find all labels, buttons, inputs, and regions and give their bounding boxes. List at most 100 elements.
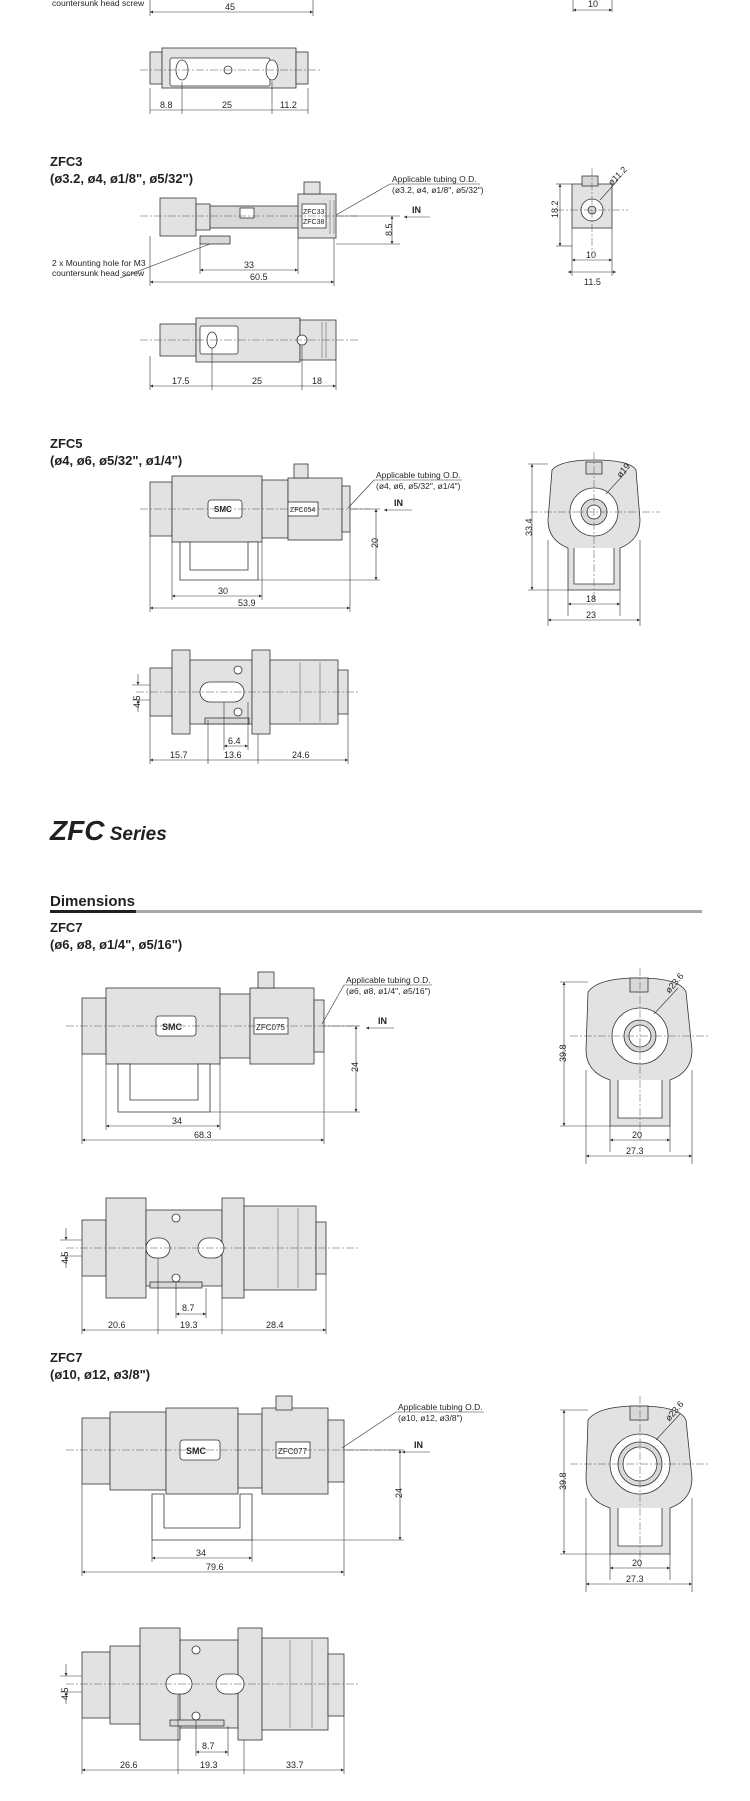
zfc7b-side-view: ø23.6 39.8 20 27.3 xyxy=(558,1396,710,1592)
zfc7b-title: ZFC7 xyxy=(50,1350,83,1365)
zfc5-sizes: (ø4, ø6, ø5/32", ø1/4") xyxy=(50,453,182,468)
zfc5-dim-15-7: 15.7 xyxy=(170,750,188,760)
zfc7a-front-view: SMC ZFC075 Applicable tubing O.D. (ø6, ø… xyxy=(66,971,432,1144)
zfc3-dim-25: 25 xyxy=(252,376,262,386)
zfc7a-side-view: ø23.6 39.8 20 27.3 xyxy=(558,968,710,1164)
svg-text:SMC: SMC xyxy=(162,1022,183,1032)
dimensions-heading: Dimensions xyxy=(50,893,135,910)
top-bottom-view: 8.8 25 11.2 xyxy=(140,47,320,114)
zfc5-dim-13-6: 13.6 xyxy=(224,750,242,760)
zfc5-tubing-sizes: (ø4, ø6, ø5/32", ø1/4") xyxy=(376,481,461,491)
zfc7a-label: ZFC075 xyxy=(256,1023,285,1032)
zfc7b-dim-33-7: 33.7 xyxy=(286,1760,304,1770)
zfc7a-title: ZFC7 xyxy=(50,920,83,935)
zfc7a-dim-34: 34 xyxy=(172,1116,182,1126)
zfc7a-dim-24: 24 xyxy=(350,1062,360,1072)
zfc7b-dim-34: 34 xyxy=(196,1548,206,1558)
zfc3-dim-11-2: ø11.2 xyxy=(606,164,629,187)
zfc7b-dim-24: 24 xyxy=(394,1488,404,1498)
zfc5-in-label: IN xyxy=(394,498,403,508)
zfc7a-dim-27-3: 27.3 xyxy=(626,1146,644,1156)
zfc3-dim-10: 10 xyxy=(586,250,596,260)
zfc3-dim-11-5: 11.5 xyxy=(584,277,601,287)
zfc5-dim-24-6: 24.6 xyxy=(292,750,310,760)
zfc7b-tubing-sizes: (ø10, ø12, ø3/8") xyxy=(398,1413,463,1423)
zfc7a-dim-39-8: 39.8 xyxy=(558,1044,568,1062)
top-dim-11-2: 11.2 xyxy=(280,100,297,110)
top-fragment: countersunk head screw 45 10 8.8 25 11.2 xyxy=(52,0,613,114)
zfc3-label-a: ZFC33 xyxy=(303,209,325,216)
zfc3-dim-33: 33 xyxy=(244,260,254,270)
zfc7b-tubing-label: Applicable tubing O.D. xyxy=(398,1402,483,1412)
zfc5-front-view: SMC ZFC054 Applicable tubing O.D. (ø4, ø… xyxy=(140,463,462,612)
zfc5-dim-33-4: 33.4 xyxy=(524,518,534,536)
zfc5-title: ZFC5 xyxy=(50,436,83,451)
zfc7a-bottom-view: 4.5 8.7 20.6 19.3 28.4 xyxy=(60,1197,360,1334)
top-dim-45: 45 xyxy=(225,2,235,12)
zfc3-tubing-sizes: (ø3.2, ø4, ø1/8", ø5/32") xyxy=(392,185,484,195)
zfc7b-dim-27-3: 27.3 xyxy=(626,1574,644,1584)
zfc7b-dim-79-6: 79.6 xyxy=(206,1562,224,1572)
zfc7b-label: ZFC077 xyxy=(278,1447,307,1456)
zfc5-dim-23: 23 xyxy=(586,610,596,620)
zfc7b-section: ZFC7 (ø10, ø12, ø3/8") SMC ZFC077 Applic… xyxy=(50,1350,710,1774)
zfc5-label: ZFC054 xyxy=(290,507,315,514)
zfc5-section: ZFC5 (ø4, ø6, ø5/32", ø1/4") SMC ZFC054 … xyxy=(50,436,660,764)
zfc3-tubing-label: Applicable tubing O.D. xyxy=(392,174,477,184)
zfc5-dim-4-5: 4.5 xyxy=(132,695,142,708)
zfc5-dim-53-9: 53.9 xyxy=(238,598,256,608)
zfc3-in-label: IN xyxy=(412,205,421,215)
zfc5-dim-20: 20 xyxy=(370,538,380,548)
zfc3-label-b: ZFC38 xyxy=(303,219,325,226)
top-dim-25: 25 xyxy=(222,100,232,110)
zfc7b-dim-19-3: 19.3 xyxy=(200,1760,218,1770)
series-title: ZFC Series xyxy=(49,815,167,846)
svg-text:SMC: SMC xyxy=(186,1446,207,1456)
zfc7a-tubing-sizes: (ø6, ø8, ø1/4", ø5/16") xyxy=(346,986,431,996)
zfc7a-tubing-label: Applicable tubing O.D. xyxy=(346,975,431,985)
series-header: ZFC Series Dimensions xyxy=(49,815,702,913)
zfc7b-bottom-view: 4.5 8.7 26.6 19.3 33.7 xyxy=(60,1627,360,1774)
zfc7b-front-view: SMC ZFC077 Applicable tubing O.D. (ø10, … xyxy=(66,1395,484,1576)
zfc5-tubing-label: Applicable tubing O.D. xyxy=(376,470,461,480)
top-dim-8-8: 8.8 xyxy=(160,100,173,110)
zfc7b-dim-26-6: 26.6 xyxy=(120,1760,138,1770)
zfc3-dim-17-5: 17.5 xyxy=(172,376,190,386)
zfc5-dim-18: 18 xyxy=(586,594,596,604)
zfc3-front-view: ZFC33 ZFC38 Applicable tubing O.D. (ø3.2… xyxy=(52,174,484,286)
zfc3-dim-60-5: 60.5 xyxy=(250,272,268,282)
zfc7a-dim-4-5: 4.5 xyxy=(60,1251,70,1264)
zfc7b-dim-8-7: 8.7 xyxy=(202,1741,215,1751)
zfc3-mount-note-2: countersunk head screw xyxy=(52,268,145,278)
zfc5-side-view: ø19 33.4 18 23 xyxy=(524,452,660,626)
svg-text:SMC: SMC xyxy=(214,505,232,514)
top-mount-note: countersunk head screw xyxy=(52,0,145,8)
zfc7a-sizes: (ø6, ø8, ø1/4", ø5/16") xyxy=(50,937,182,952)
zfc7b-dim-39-8: 39.8 xyxy=(558,1472,568,1490)
zfc3-bottom-view: 17.5 25 18 xyxy=(140,317,360,390)
zfc5-dim-6-4: 6.4 xyxy=(228,736,241,746)
zfc7b-dim-20: 20 xyxy=(632,1558,642,1568)
zfc3-section: ZFC3 (ø3.2, ø4, ø1/8", ø5/32") ZFC33 ZFC… xyxy=(50,154,629,390)
zfc7a-dim-19-3: 19.3 xyxy=(180,1320,198,1330)
zfc7a-dim-68-3: 68.3 xyxy=(194,1130,212,1140)
zfc7a-dim-8-7: 8.7 xyxy=(182,1303,195,1313)
zfc3-sizes: (ø3.2, ø4, ø1/8", ø5/32") xyxy=(50,171,193,186)
zfc7a-dim-20: 20 xyxy=(632,1130,642,1140)
zfc7b-in-label: IN xyxy=(414,1440,423,1450)
zfc7a-section: ZFC7 (ø6, ø8, ø1/4", ø5/16") SMC ZFC075 … xyxy=(50,920,710,1334)
zfc7b-dim-4-5: 4.5 xyxy=(60,1687,70,1700)
zfc3-mount-note-1: 2 x Mounting hole for M3 xyxy=(52,258,146,268)
zfc3-dim-18-2: 18.2 xyxy=(550,200,560,218)
zfc3-dim-8-5: 8.5 xyxy=(384,223,394,236)
zfc5-bottom-view: 4.5 6.4 15.7 13.6 24.6 xyxy=(132,649,360,764)
zfc7b-sizes: (ø10, ø12, ø3/8") xyxy=(50,1367,150,1382)
zfc7a-in-label: IN xyxy=(378,1016,387,1026)
top-dim-10: 10 xyxy=(588,0,598,9)
zfc3-side-view: ø11.2 18.2 10 11.5 xyxy=(550,164,629,287)
zfc7a-dim-28-4: 28.4 xyxy=(266,1320,284,1330)
zfc5-dim-30: 30 xyxy=(218,586,228,596)
zfc7a-dim-20-6: 20.6 xyxy=(108,1320,126,1330)
zfc3-title: ZFC3 xyxy=(50,154,83,169)
